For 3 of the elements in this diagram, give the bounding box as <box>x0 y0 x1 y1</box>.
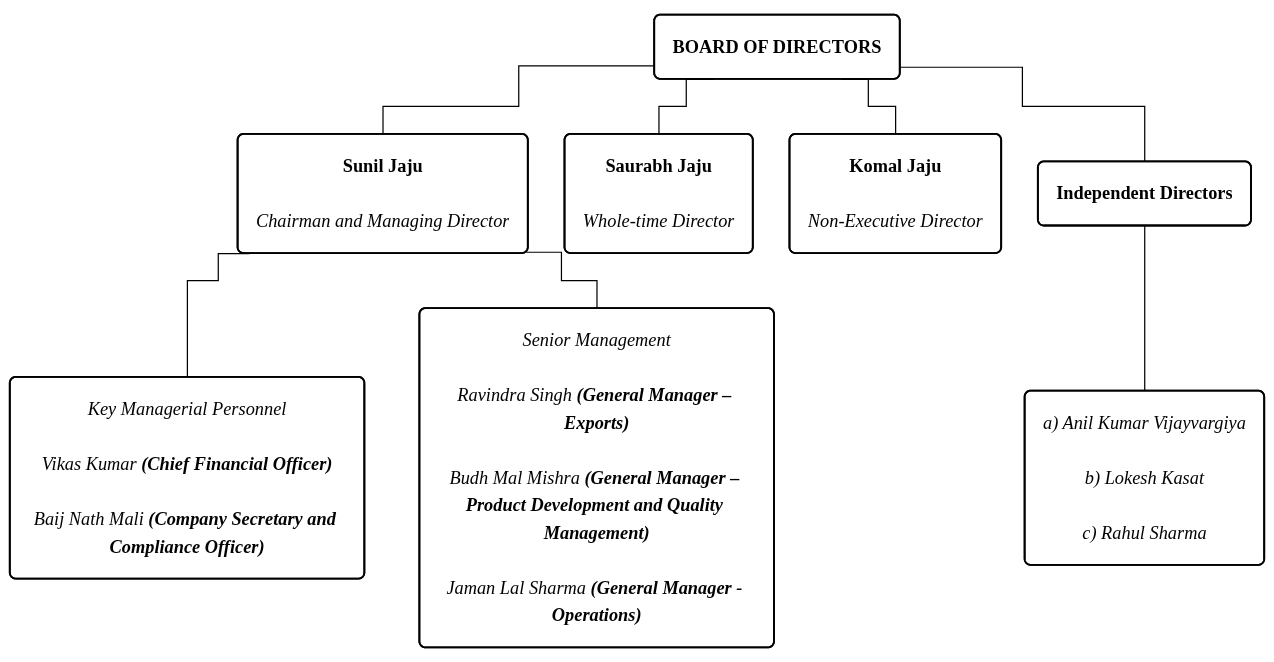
connector <box>1144 225 1146 392</box>
connector <box>899 66 1146 163</box>
connector <box>525 251 598 310</box>
